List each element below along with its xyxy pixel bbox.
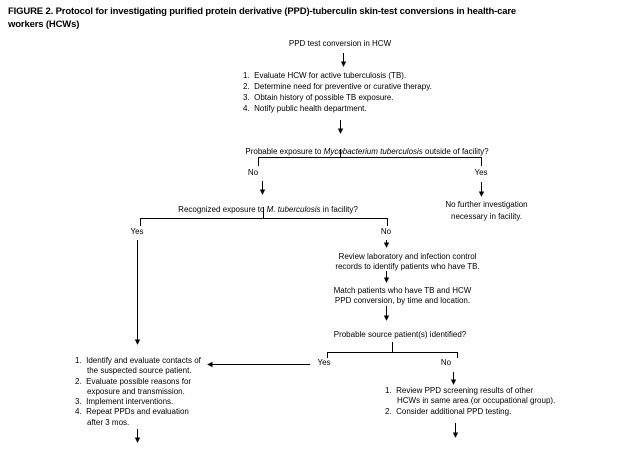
node-review-records: Review laboratory and infection control … — [335, 252, 480, 271]
list-item: 4. Notify public health department. — [243, 104, 367, 113]
list-item: 2. Determine need for preventive or cura… — [243, 82, 432, 91]
branch-label-yes: Yes — [130, 227, 144, 236]
list-item: 1. Evaluate HCW for active tuberculosis … — [243, 71, 407, 80]
list-item: 1. Review PPD screening results of other… — [385, 386, 556, 406]
list-item: 2. Evaluate possible reasons for exposur… — [75, 376, 192, 396]
question-text-italic: M. tuberculosis — [266, 205, 321, 214]
node-source-not-found-steps: 1. Review PPD screening results of other… — [385, 386, 577, 417]
question-text: in facility? — [320, 205, 358, 214]
node-start: PPD test conversion in HCW — [288, 39, 392, 48]
list-item: 3. Implement interventions. — [75, 397, 174, 407]
question-text: Probable exposure to — [245, 147, 324, 156]
branch-q2 — [140, 207, 388, 226]
branch-q1 — [258, 149, 482, 166]
node-source-found-steps: 1. Identify and evaluate contacts of the… — [75, 356, 220, 428]
node-no-further-investigation: No further investigation necessary in fa… — [445, 200, 528, 221]
question-text-italic: Mycobacterium tuberculosis — [323, 147, 423, 156]
branch-label-no: No — [440, 358, 452, 367]
branch-q3 — [327, 342, 458, 358]
branch-label-no: No — [247, 168, 259, 177]
branch-label-yes: Yes — [474, 168, 488, 177]
node-question-source-identified: Probable source patient(s) identified? — [333, 330, 467, 339]
branch-label-no: No — [380, 227, 392, 236]
list-item: 1. Identify and evaluate contacts of the… — [75, 356, 201, 376]
node-match-patients: Match patients who have TB and HCW PPD c… — [333, 286, 472, 305]
node-question-facility-exposure: Recognized exposure to M. tuberculosis i… — [118, 195, 418, 215]
question-text: Recognized exposure to — [178, 205, 267, 214]
list-item: 3. Obtain history of possible TB exposur… — [243, 93, 394, 102]
list-item: 2. Consider additional PPD testing. — [385, 406, 512, 416]
question-text: outside of facility? — [422, 147, 489, 156]
branch-label-yes: Yes — [317, 358, 331, 367]
node-question-outside-exposure: Probable exposure to Mycobacterium tuber… — [217, 137, 517, 157]
list-item: 4. Repeat PPDs and evaluation after 3 mo… — [75, 407, 189, 427]
node-initial-steps: 1. Evaluate HCW for active tuberculosis … — [243, 70, 513, 114]
figure-title: FIGURE 2. Protocol for investigating pur… — [8, 6, 517, 30]
